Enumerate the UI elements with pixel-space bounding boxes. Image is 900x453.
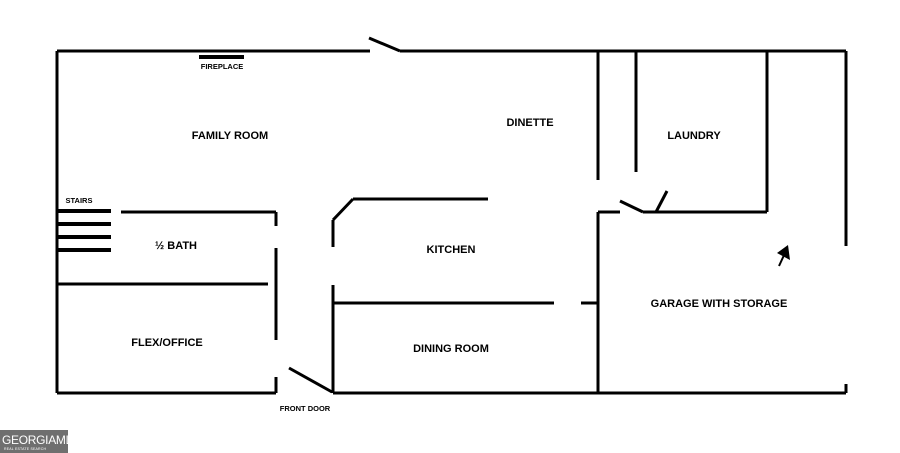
kitchen-corner-wall — [331, 197, 355, 222]
interior-walls — [57, 51, 769, 393]
back-door — [368, 36, 401, 53]
dining-room-label: DINING ROOM — [413, 343, 489, 355]
laundry-label: LAUNDRY — [667, 130, 721, 142]
laundry-door-right — [654, 190, 669, 213]
fireplace-label: FIREPLACE — [201, 62, 244, 71]
stairs-label: STAIRS — [66, 196, 93, 205]
front-door — [288, 366, 333, 394]
front-door-label: FRONT DOOR — [280, 404, 331, 413]
watermark-logo: GEORGIAMLS REAL ESTATE SEARCH — [0, 430, 80, 453]
garage-label: GARAGE WITH STORAGE — [651, 298, 788, 310]
arrow-icon — [777, 245, 790, 267]
dinette-label: DINETTE — [506, 117, 553, 129]
kitchen-label: KITCHEN — [427, 244, 476, 256]
watermark-brand: GEORGIAMLS — [2, 433, 80, 447]
family-room-label: FAMILY ROOM — [192, 130, 268, 142]
watermark-tagline: REAL ESTATE SEARCH — [4, 447, 47, 451]
flex-office-label: FLEX/OFFICE — [131, 337, 203, 349]
stairs-icon — [57, 209, 111, 252]
half-bath-label: ½ BATH — [155, 240, 197, 252]
laundry-door-left — [619, 199, 644, 214]
